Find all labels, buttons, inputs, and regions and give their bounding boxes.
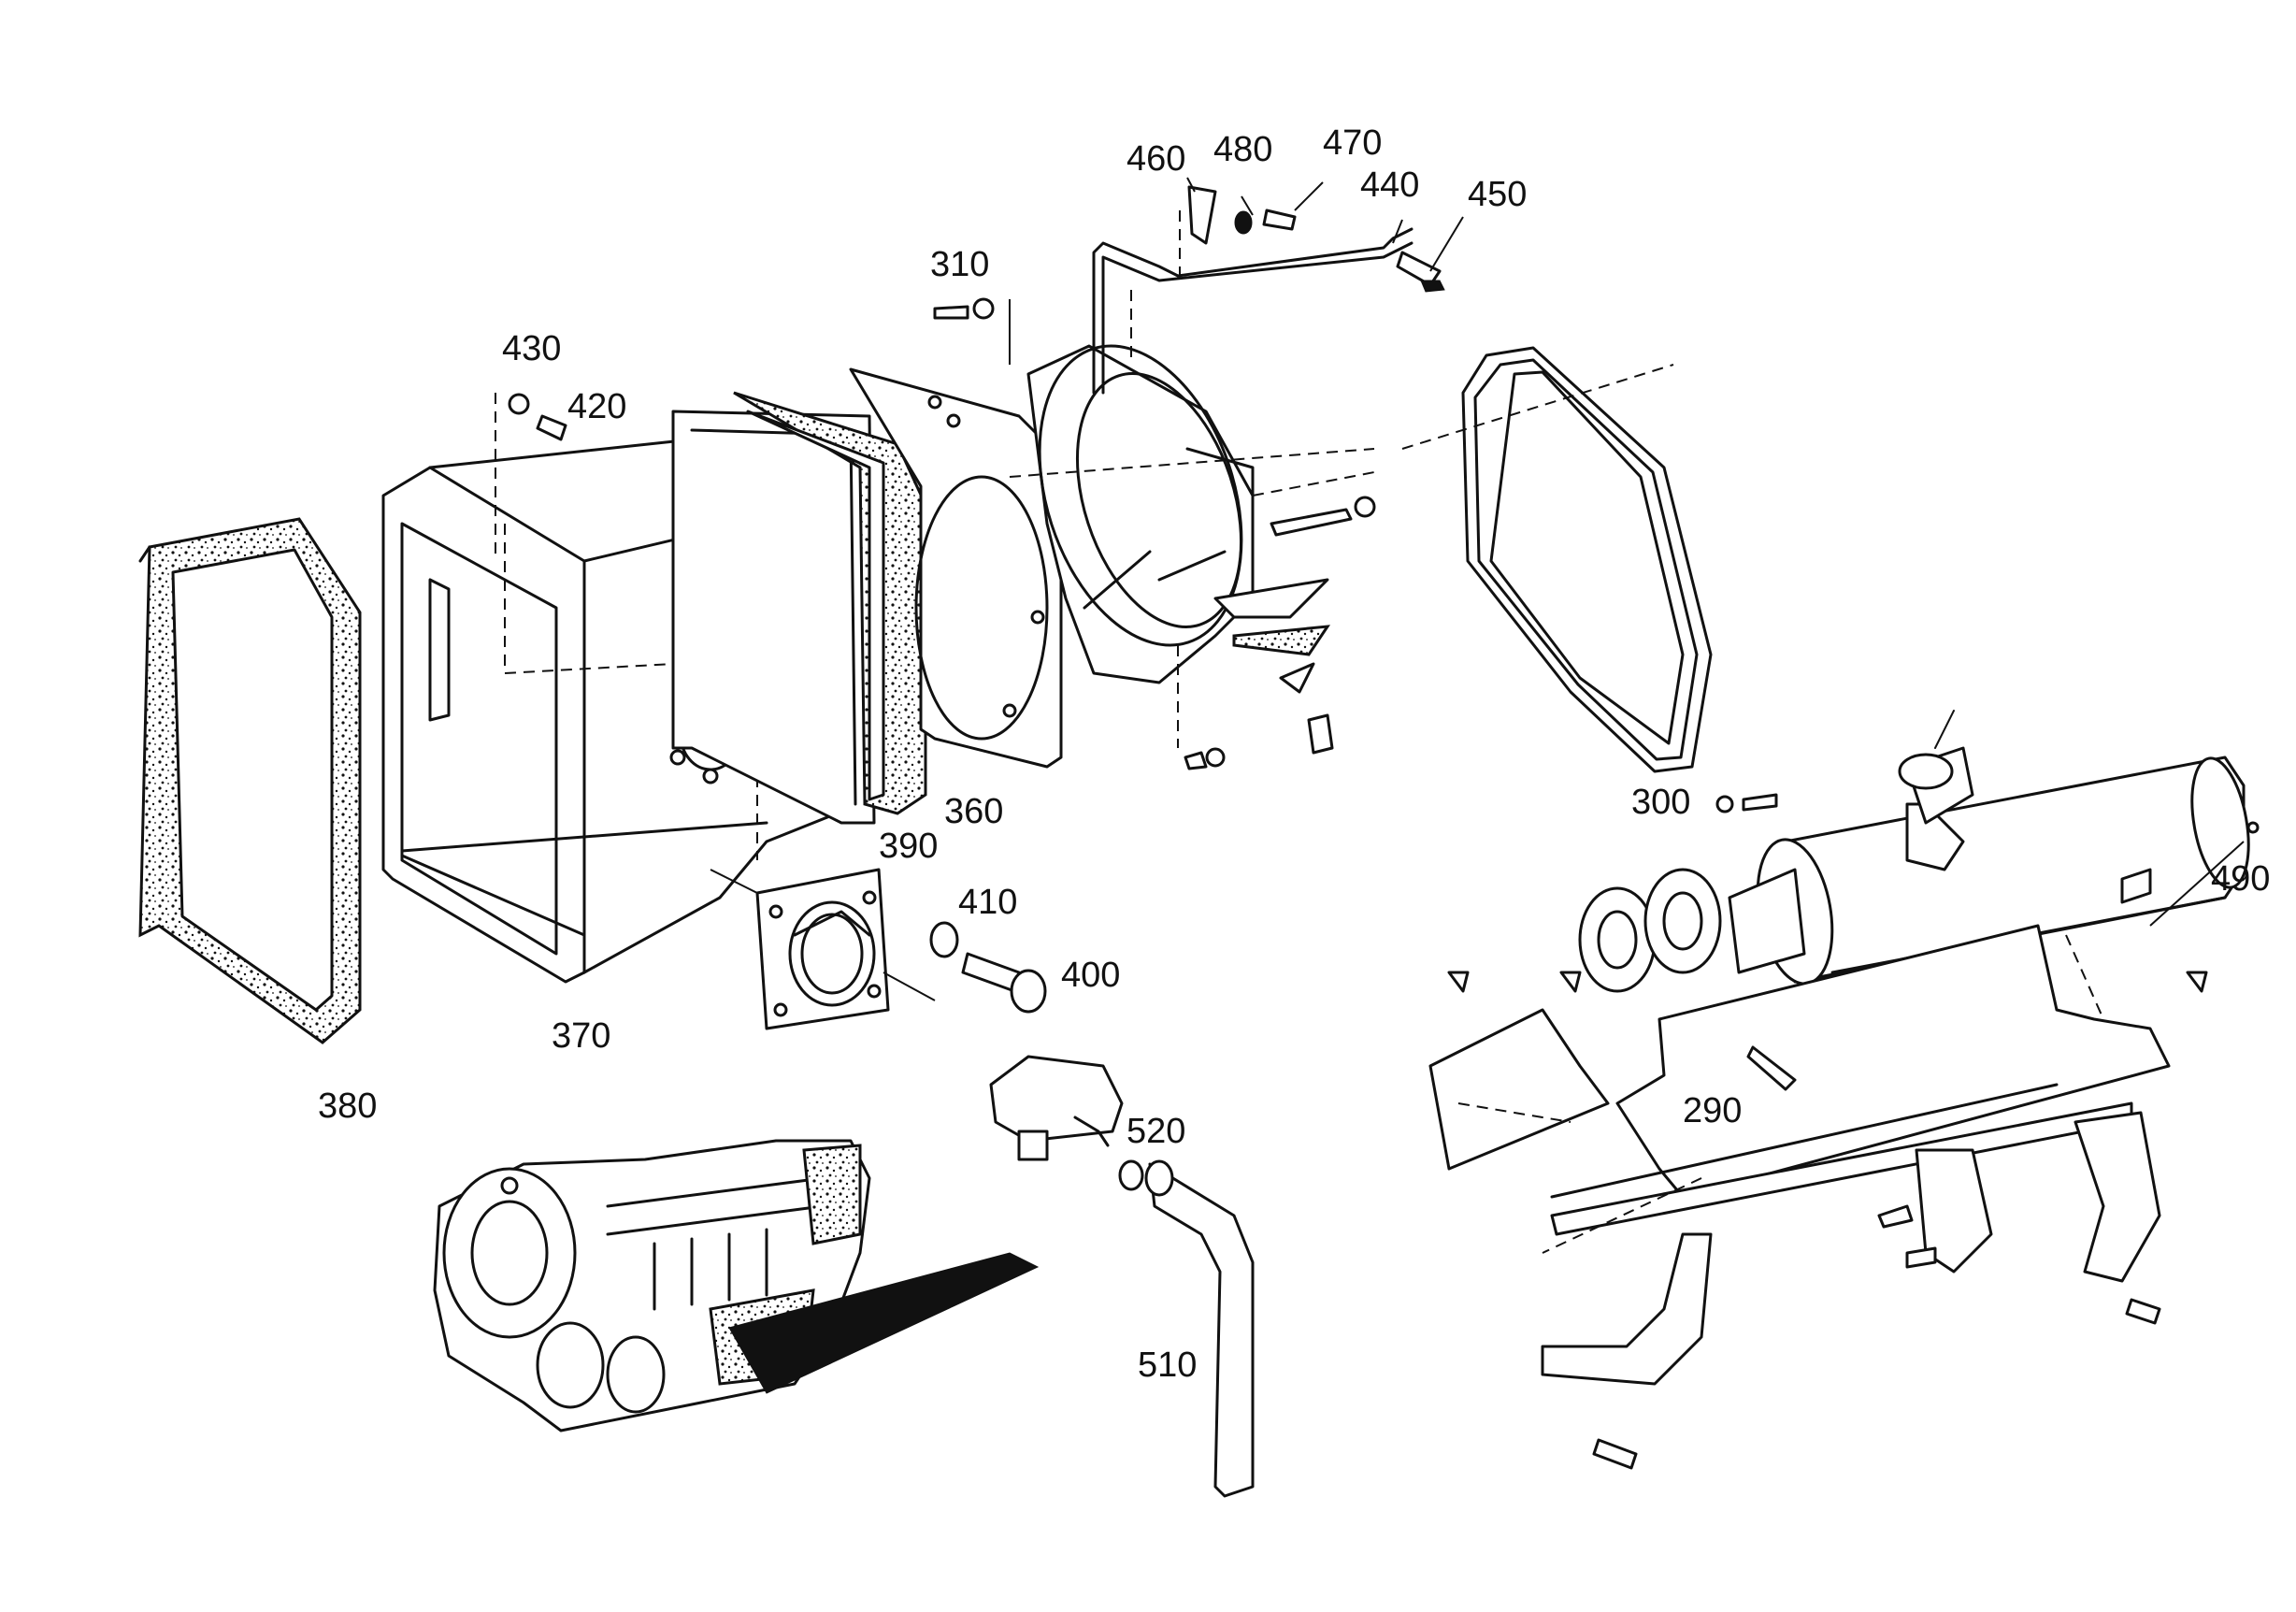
part-labels: 290 300 310 360 370 380 390 400 410 420 …	[318, 123, 2270, 1385]
label-300: 300	[1631, 783, 1690, 822]
label-290: 290	[1683, 1091, 1742, 1130]
hose-line-440	[1092, 227, 1413, 395]
label-460: 460	[1126, 139, 1185, 179]
label-390: 390	[879, 827, 938, 866]
muffler	[1728, 710, 2250, 986]
breather-520	[989, 1055, 1124, 1161]
bracket-460	[1179, 185, 1217, 281]
washer-490	[2246, 821, 2260, 834]
label-400: 400	[1061, 956, 1120, 995]
leader-lines	[1009, 177, 2245, 927]
clamp	[1118, 1159, 1144, 1191]
label-370: 370	[552, 1016, 610, 1056]
gasket-frame-380	[138, 517, 362, 1044]
drive-belt	[1401, 346, 1713, 773]
label-470: 470	[1323, 123, 1382, 163]
clip-bracket	[1213, 578, 1331, 694]
bolt-group-290	[1447, 971, 2208, 1470]
bolt-long	[1252, 471, 1376, 537]
washer-410	[929, 921, 959, 958]
label-410: 410	[958, 883, 1017, 922]
nut-small	[1177, 645, 1334, 770]
muffler-bracket-290	[1428, 924, 2171, 1386]
label-360: 360	[944, 792, 1003, 831]
washer-480	[1234, 210, 1253, 235]
label-310: 310	[930, 245, 989, 284]
label-510: 510	[1138, 1346, 1197, 1385]
label-430: 430	[502, 329, 561, 368]
label-380: 380	[318, 1087, 377, 1126]
label-490: 490	[2211, 859, 2270, 899]
bolt-400	[961, 952, 1047, 1014]
flange-plate	[849, 367, 1063, 769]
bolt-300	[1715, 793, 1778, 813]
washer-430	[508, 393, 530, 415]
pipe-flange-400	[710, 868, 936, 1030]
hose-510	[1144, 1159, 1255, 1498]
bolt-420	[495, 393, 567, 561]
label-520: 520	[1126, 1112, 1185, 1151]
bolt-310	[933, 297, 995, 320]
fan-shroud	[1009, 344, 1375, 684]
bolt-470	[1262, 209, 1297, 231]
exhaust-flange-gasket	[1578, 868, 1722, 993]
label-480: 480	[1213, 130, 1272, 169]
label-440: 440	[1360, 166, 1419, 205]
hose-fitting-450	[1396, 251, 1445, 293]
label-420: 420	[567, 387, 626, 426]
engine-illustration	[433, 1139, 1040, 1432]
label-450: 450	[1468, 175, 1527, 214]
